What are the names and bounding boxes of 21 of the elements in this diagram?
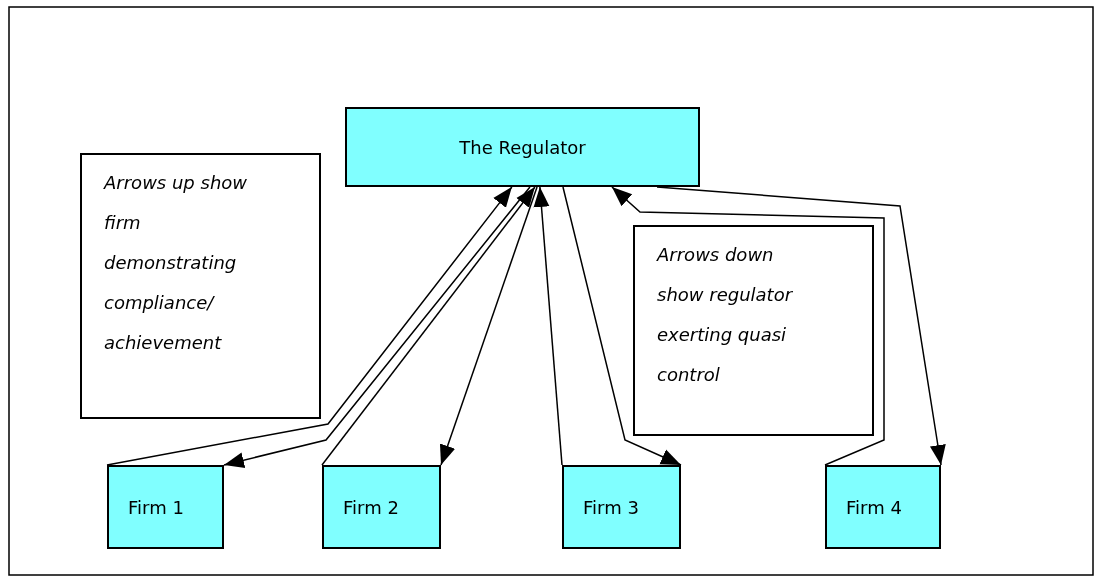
arrow — [439, 186, 538, 466]
arrow — [223, 186, 531, 468]
box-label: Firm 3 — [583, 496, 639, 518]
arrow — [533, 186, 563, 466]
arrow — [321, 186, 536, 466]
firm-box — [107, 465, 224, 549]
note-box — [80, 153, 321, 419]
arrow — [106, 186, 513, 466]
note-text: Arrows down show regulator exerting quasi control — [657, 243, 794, 387]
note-box — [633, 225, 874, 436]
arrow — [562, 186, 682, 466]
firm-box — [562, 465, 681, 549]
arrow — [611, 186, 885, 466]
box-label: Firm 2 — [343, 496, 399, 518]
box-label: Firm 4 — [846, 496, 902, 518]
box-label: The Regulator — [459, 136, 586, 158]
regulator-box — [345, 107, 700, 187]
firm-box — [322, 465, 441, 549]
box-label: Firm 1 — [128, 496, 184, 518]
firm-box — [825, 465, 941, 549]
note-text: Arrows up show firm demonstrating compliance/ achievement — [104, 171, 249, 355]
